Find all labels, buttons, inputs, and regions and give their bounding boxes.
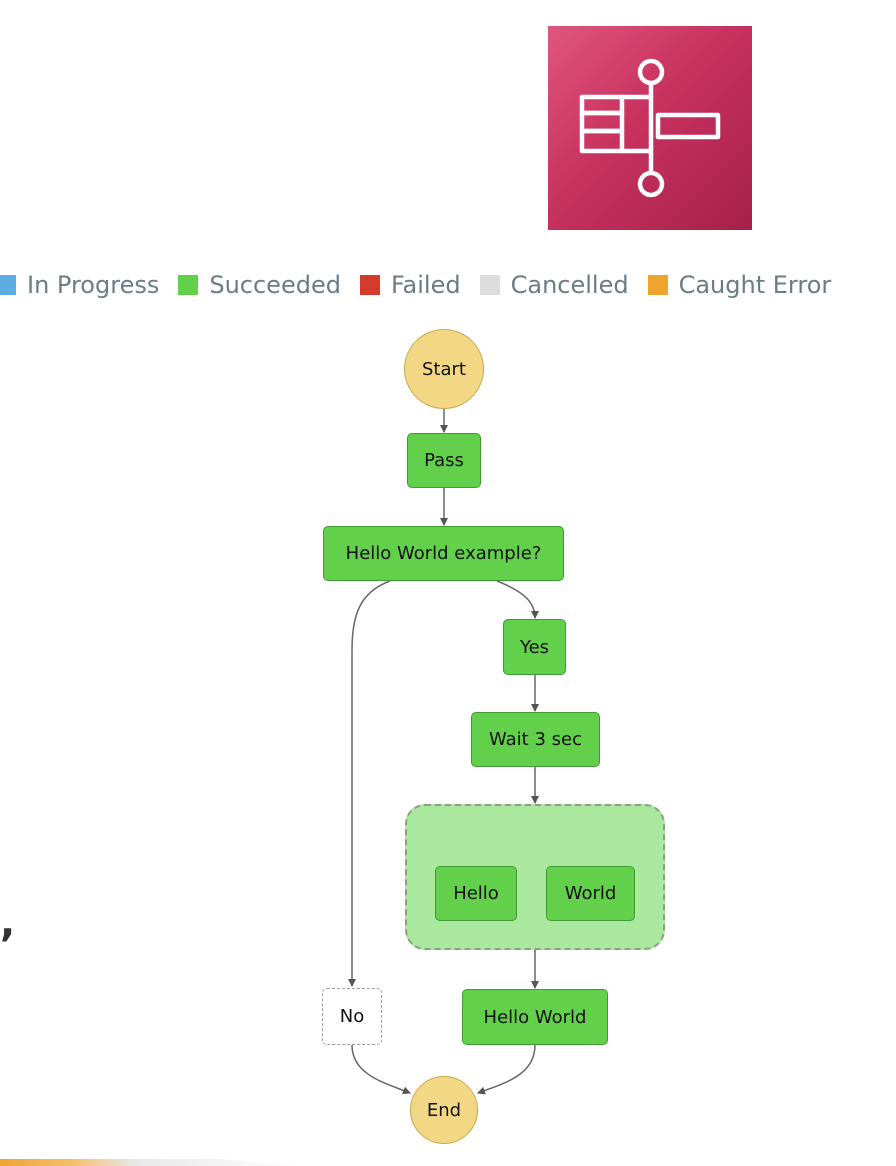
- world-node[interactable]: World: [546, 866, 635, 921]
- status-legend: In Progress Succeeded Failed Cancelled Caugh…: [0, 266, 850, 304]
- legend-item-succeeded: Succeeded: [178, 271, 341, 299]
- workflow-icon: [579, 58, 721, 198]
- edge-helloworld-end: [477, 1044, 536, 1095]
- wait-node[interactable]: Wait 3 sec: [471, 712, 600, 767]
- start-node[interactable]: Start: [404, 329, 484, 409]
- legend-label-failed: Failed: [390, 271, 461, 299]
- legend-item-in-progress: In Progress: [0, 271, 159, 299]
- end-node[interactable]: End: [410, 1076, 478, 1144]
- edge-choice-yes: [496, 580, 539, 619]
- edge-no-end: [351, 1044, 411, 1095]
- legend-item-cancelled: Cancelled: [479, 271, 629, 299]
- bottom-accent-strip: [0, 1159, 300, 1166]
- step-functions-logo: [548, 26, 752, 230]
- legend-label-caught-error: Caught Error: [678, 271, 832, 299]
- legend-swatch-cancelled: [479, 275, 500, 295]
- legend-label-cancelled: Cancelled: [510, 271, 629, 299]
- legend-swatch-failed: [359, 275, 380, 295]
- legend-swatch-in-progress: [0, 275, 16, 295]
- yes-node[interactable]: Yes: [503, 619, 566, 675]
- legend-label-succeeded: Succeeded: [209, 271, 341, 299]
- choice-node[interactable]: Hello World example?: [323, 526, 564, 581]
- legend-label-in-progress: In Progress: [27, 271, 160, 299]
- pass-node[interactable]: Pass: [407, 433, 481, 488]
- legend-item-failed: Failed: [359, 271, 461, 299]
- legend-swatch-caught-error: [647, 275, 668, 295]
- hello-node[interactable]: Hello: [435, 866, 517, 921]
- text-fragment: ,: [0, 900, 16, 946]
- edge-choice-no: [348, 580, 391, 987]
- hello-world-node[interactable]: Hello World: [462, 989, 608, 1045]
- legend-swatch-succeeded: [178, 275, 199, 295]
- legend-item-caught-error: Caught Error: [647, 271, 832, 299]
- no-node[interactable]: No: [322, 988, 382, 1045]
